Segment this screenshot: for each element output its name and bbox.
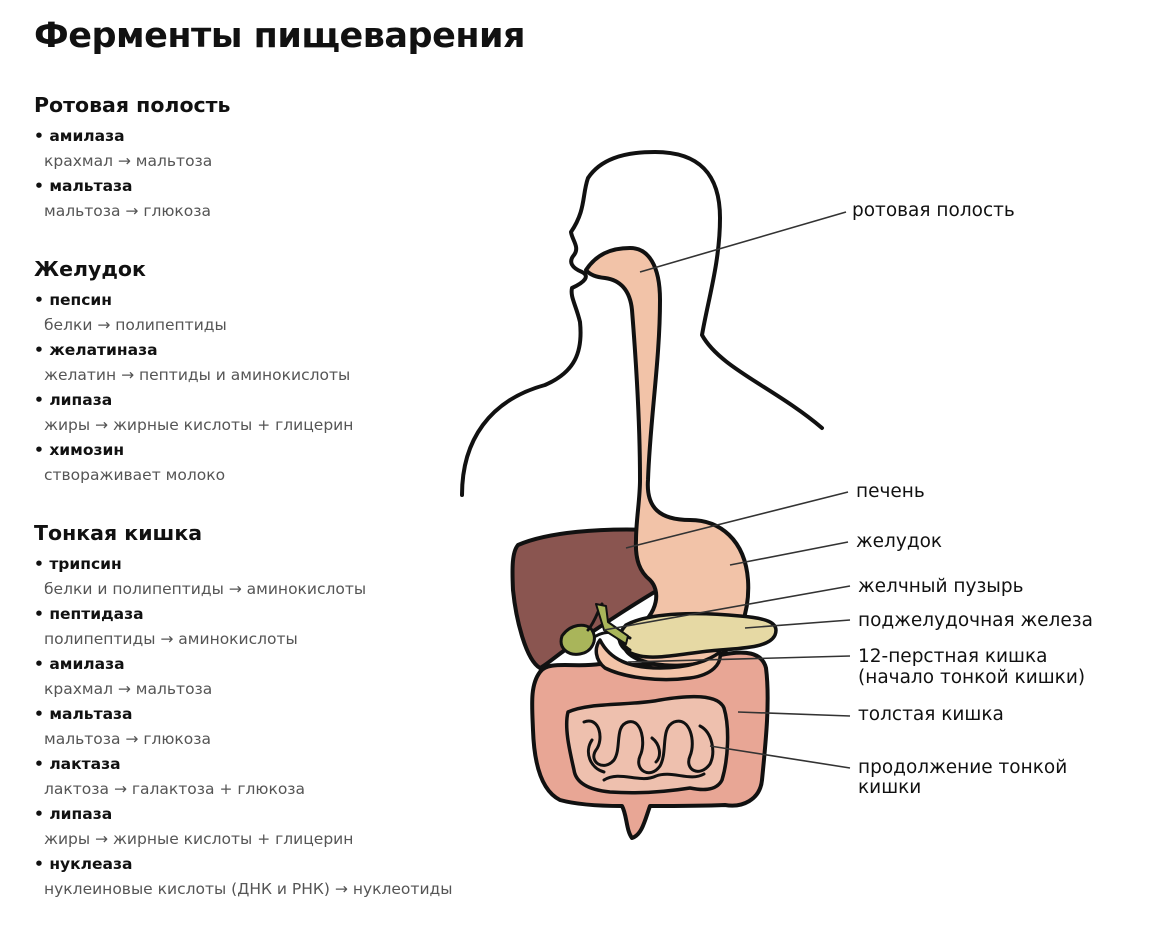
enzyme-reaction: лактоза → галактоза + глюкоза [44,780,306,798]
leader-small-intestine [709,745,851,769]
leader-gallbladder [603,585,851,631]
section-title: Желудок [34,257,146,281]
leader-liver [625,491,849,549]
enzyme-reaction: створаживает молоко [44,466,226,484]
gallbladder [559,623,596,656]
enzyme-item: химозин створаживает молоко [34,438,504,488]
label-mouth: ротовая полость [852,200,1015,221]
leader-duodenum [627,655,851,663]
label-small-intestine-line1: продолжение тонкой [858,757,1067,778]
pancreas [617,611,778,659]
enzyme-reaction: белки и полипептиды → аминокислоты [44,580,367,598]
esophagus-stomach [584,246,751,668]
enzyme-name: лактаза [34,752,504,777]
enzyme-reaction: крахмал → мальтоза [44,152,213,170]
section-mouth: Ротовая полость амилаза крахмал → мальто… [34,92,504,224]
label-pancreas: поджелудочная железа [858,610,1093,631]
enzyme-reaction: белки → полипептиды [44,316,227,334]
enzyme-item: пептидаза полипептиды → аминокислоты [34,602,504,652]
enzyme-name: липаза [34,388,504,413]
enzyme-item: желатиназа желатин → пептиды и аминокисл… [34,338,504,388]
enzyme-item: липаза жиры → жирные кислоты + глицерин [34,802,504,852]
enzyme-reaction: желатин → пептиды и аминокислоты [44,366,351,384]
enzyme-name: нуклеаза [34,852,504,877]
enzyme-name: амилаза [34,124,504,149]
enzyme-reaction: жиры → жирные кислоты + глицерин [44,830,354,848]
enzyme-reaction: жиры → жирные кислоты + глицерин [44,416,354,434]
enzyme-name: пепсин [34,288,504,313]
label-duodenum-line1: 12-перстная кишка [858,646,1047,667]
leader-lines [603,211,851,769]
enzyme-item: трипсин белки и полипептиды → аминокисло… [34,552,504,602]
leader-pancreas [744,619,851,629]
enzyme-reaction: крахмал → мальтоза [44,680,213,698]
leader-stomach [729,541,849,566]
enzyme-item: мальтаза мальтоза → глюкоза [34,174,504,224]
enzyme-item: липаза жиры → жирные кислоты + глицерин [34,388,504,438]
enzyme-item: амилаза крахмал → мальтоза [34,652,504,702]
enzyme-name: пептидаза [34,602,504,627]
small-intestine [564,694,730,795]
body-outline [460,150,824,497]
label-liver: печень [856,481,925,502]
enzyme-item: мальтаза мальтоза → глюкоза [34,702,504,752]
enzyme-reaction: нуклеиновые кислоты (ДНК и РНК) → нуклео… [44,880,453,898]
enzyme-item: пепсин белки → полипептиды [34,288,504,338]
enzyme-name: мальтаза [34,174,504,199]
enzyme-item: нуклеаза нуклеиновые кислоты (ДНК и РНК)… [34,852,504,902]
label-gallbladder: желчный пузырь [858,576,1024,597]
page-title: Ферменты пищеварения [34,16,526,56]
label-duodenum-line2: (начало тонкой кишки) [858,667,1085,688]
label-stomach: желудок [856,531,942,552]
duodenum [594,638,722,682]
enzyme-item: амилаза крахмал → мальтоза [34,124,504,174]
section-small-intestine: Тонкая кишка трипсин белки и полипептиды… [34,520,504,902]
enzyme-name: трипсин [34,552,504,577]
small-intestine-loops [582,719,715,782]
leader-mouth [639,211,847,273]
label-small-intestine-line2: кишки [858,777,921,798]
enzyme-reaction: мальтоза → глюкоза [44,202,212,220]
label-colon: толстая кишка [858,704,1004,725]
enzyme-reaction: полипептиды → аминокислоты [44,630,298,648]
enzyme-name: желатиназа [34,338,504,363]
section-title: Ротовая полость [34,93,231,117]
enzyme-reaction: мальтоза → глюкоза [44,730,212,748]
leader-colon [737,711,851,717]
enzyme-name: химозин [34,438,504,463]
section-stomach: Желудок пепсин белки → полипептиды желат… [34,256,504,488]
enzyme-name: амилаза [34,652,504,677]
section-title: Тонкая кишка [34,521,203,545]
enzyme-name: липаза [34,802,504,827]
enzyme-item: лактаза лактоза → галактоза + глюкоза [34,752,504,802]
enzyme-name: мальтаза [34,702,504,727]
